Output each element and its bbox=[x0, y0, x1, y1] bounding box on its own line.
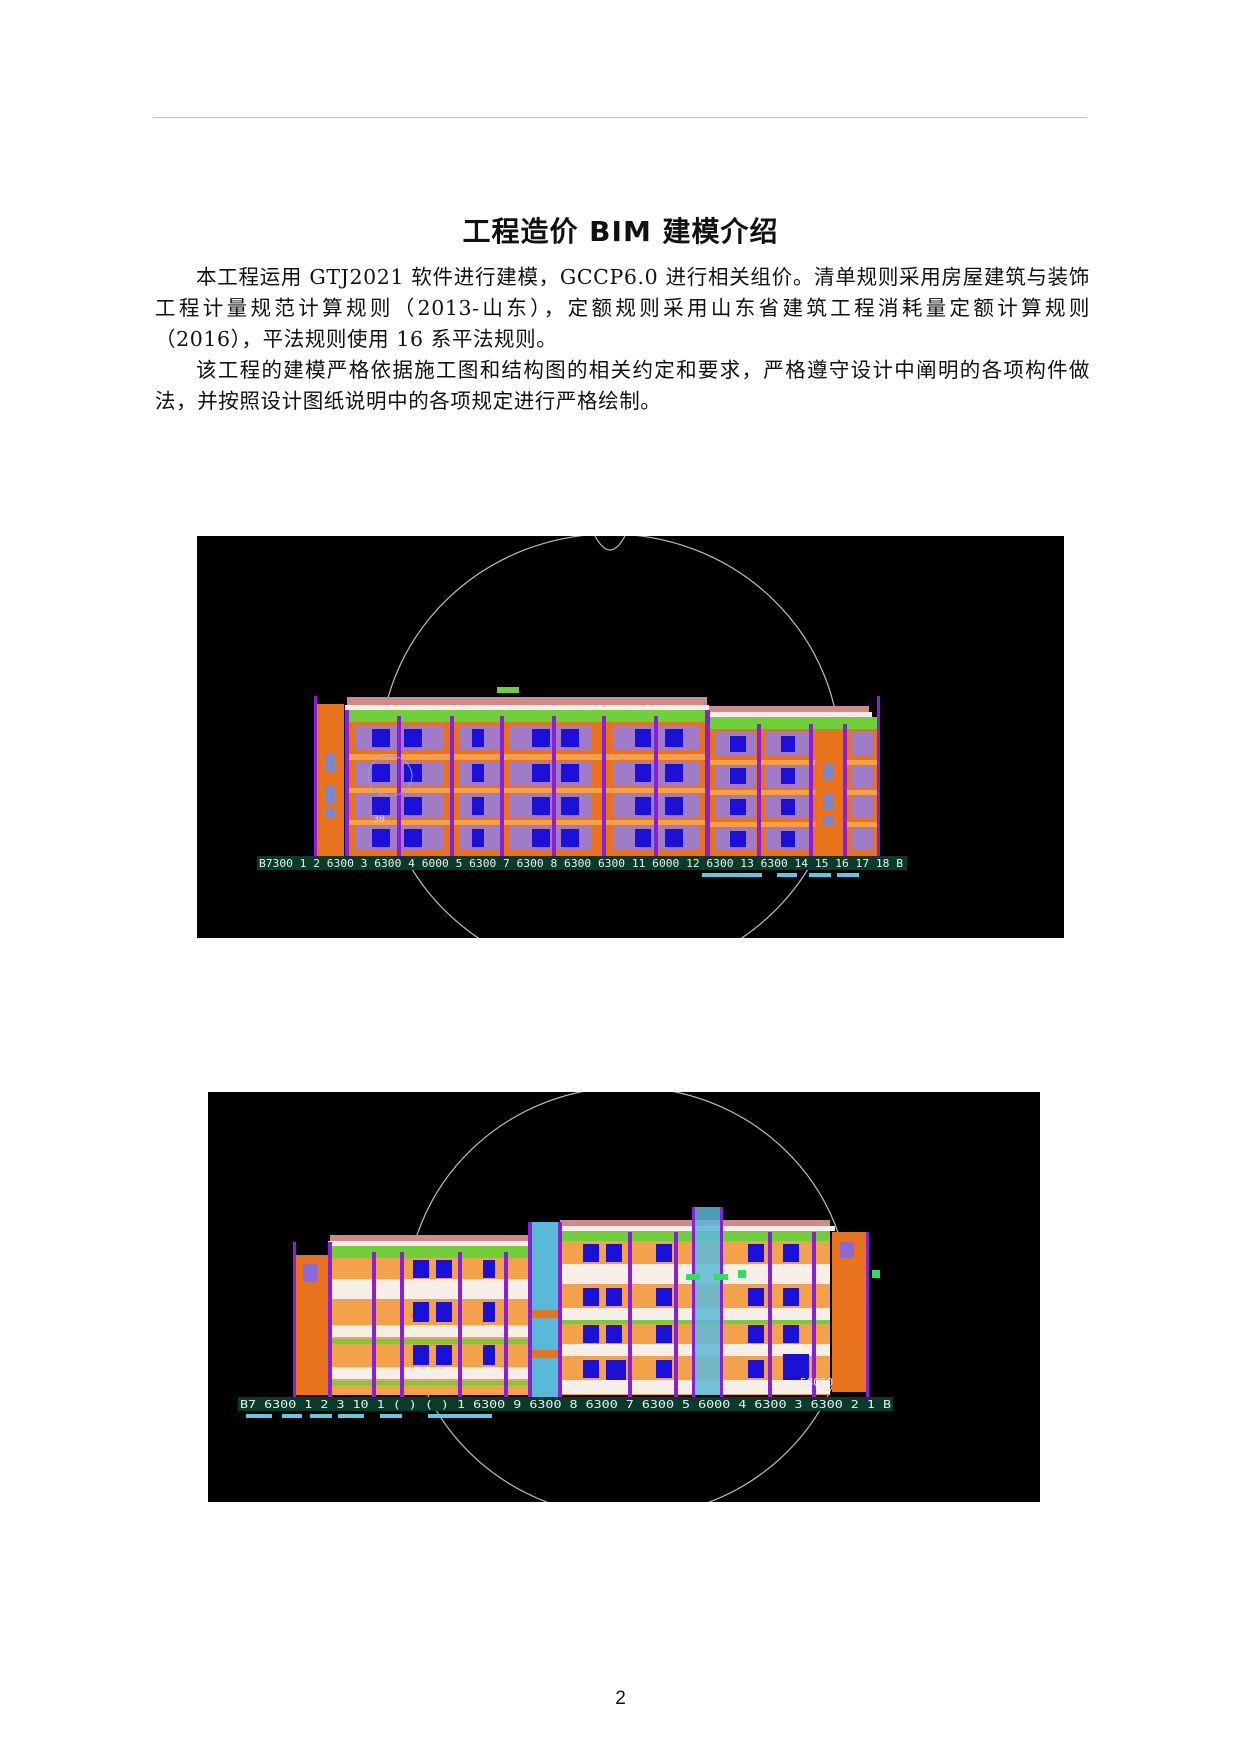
elevation-drawing-1: 30 B7300 1 2 6300 3 6300 4 6000 5 6300 7… bbox=[197, 536, 1064, 938]
svg-text:B7300 1 2 6300 3 6300 4 6000 5: B7300 1 2 6300 3 6300 4 6000 5 6300 7 63… bbox=[259, 857, 903, 870]
page-title: 工程造价 BIM 建模介绍 bbox=[462, 215, 779, 248]
paragraph-software: 本工程运用 GTJ2021 软件进行建模，GCCP6.0 进行相关组价。清单规则… bbox=[155, 265, 1090, 351]
header-rule bbox=[153, 117, 1087, 118]
svg-text:58050: 58050 bbox=[800, 1376, 833, 1389]
svg-text:30: 30 bbox=[373, 814, 385, 825]
svg-text:B7 6300 1 2 3 10 1 ( ) ( ) 1 6: B7 6300 1 2 3 10 1 ( ) ( ) 1 6300 9 6300… bbox=[240, 1398, 891, 1411]
bim-elevation-figure-2: 58050 B7 6300 1 2 3 10 1 ( ) ( ) 1 6300 … bbox=[208, 1092, 1040, 1502]
bim-elevation-figure-1: 30 B7300 1 2 6300 3 6300 4 6000 5 6300 7… bbox=[197, 536, 1064, 938]
paragraph-modeling-basis: 该工程的建模严格依据施工图和结构图的相关约定和要求，严格遵守设计中阐明的各项构件… bbox=[155, 358, 1090, 413]
elevation-drawing-2: 58050 B7 6300 1 2 3 10 1 ( ) ( ) 1 6300 … bbox=[208, 1092, 1040, 1502]
page-number: 2 bbox=[615, 1688, 626, 1709]
body-text: 本工程运用 GTJ2021 软件进行建模，GCCP6.0 进行相关组价。清单规则… bbox=[155, 262, 1090, 417]
